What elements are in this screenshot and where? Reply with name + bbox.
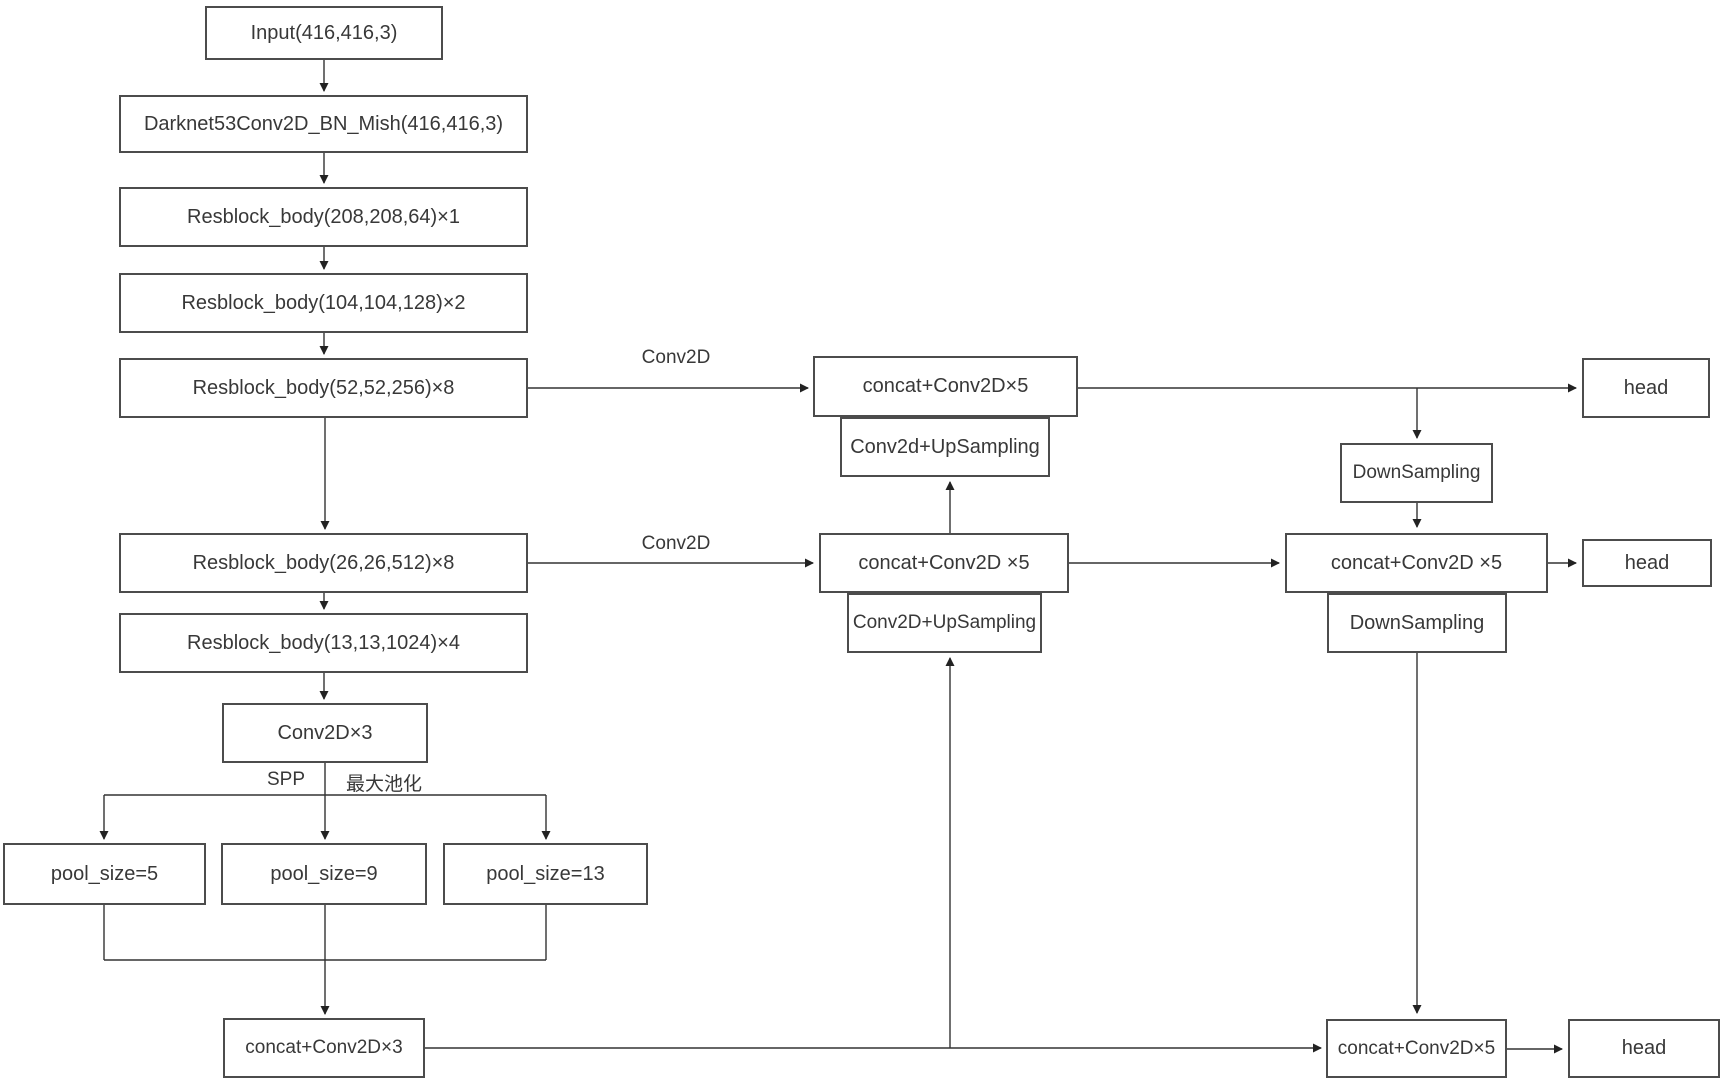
- node-downsampling-mid: DownSampling: [1327, 593, 1507, 653]
- node-head-mid: head: [1582, 539, 1712, 587]
- node-resblock-13: Resblock_body(13,13,1024)×4: [119, 613, 528, 673]
- node-resblock-208: Resblock_body(208,208,64)×1: [119, 187, 528, 247]
- node-conv2d-x3: Conv2D×3: [222, 703, 428, 763]
- node-input: Input(416,416,3): [205, 6, 443, 60]
- edge-label-spp: SPP: [266, 769, 306, 790]
- node-pool-size-9: pool_size=9: [221, 843, 427, 905]
- node-concat-conv2d-x3: concat+Conv2D×3: [223, 1018, 425, 1078]
- node-concat-conv2d-x5-bottom: concat+Conv2D×5: [1326, 1019, 1507, 1078]
- edge-label-max-pooling: 最大池化: [345, 774, 422, 795]
- edge-label-conv2d-row2: Conv2D: [641, 533, 711, 554]
- node-resblock-26: Resblock_body(26,26,512)×8: [119, 533, 528, 593]
- node-darknet53: Darknet53Conv2D_BN_Mish(416,416,3): [119, 95, 528, 153]
- node-resblock-104: Resblock_body(104,104,128)×2: [119, 273, 528, 333]
- edge-label-conv2d-row1: Conv2D: [641, 347, 711, 368]
- node-concat-conv2d-x5-top: concat+Conv2D×5: [813, 356, 1078, 417]
- node-conv2d-upsampling-top: Conv2d+UpSampling: [840, 417, 1050, 477]
- node-conv2d-upsampling-mid: Conv2D+UpSampling: [847, 593, 1042, 653]
- node-resblock-52: Resblock_body(52,52,256)×8: [119, 358, 528, 418]
- node-concat-conv2d-x5-mid: concat+Conv2D ×5: [819, 533, 1069, 593]
- node-downsampling-top: DownSampling: [1340, 443, 1493, 503]
- node-concat-conv2d-x5-right: concat+Conv2D ×5: [1285, 533, 1548, 593]
- node-head-top: head: [1582, 358, 1710, 418]
- node-pool-size-13: pool_size=13: [443, 843, 648, 905]
- node-pool-size-5: pool_size=5: [3, 843, 206, 905]
- node-head-bottom: head: [1568, 1019, 1720, 1078]
